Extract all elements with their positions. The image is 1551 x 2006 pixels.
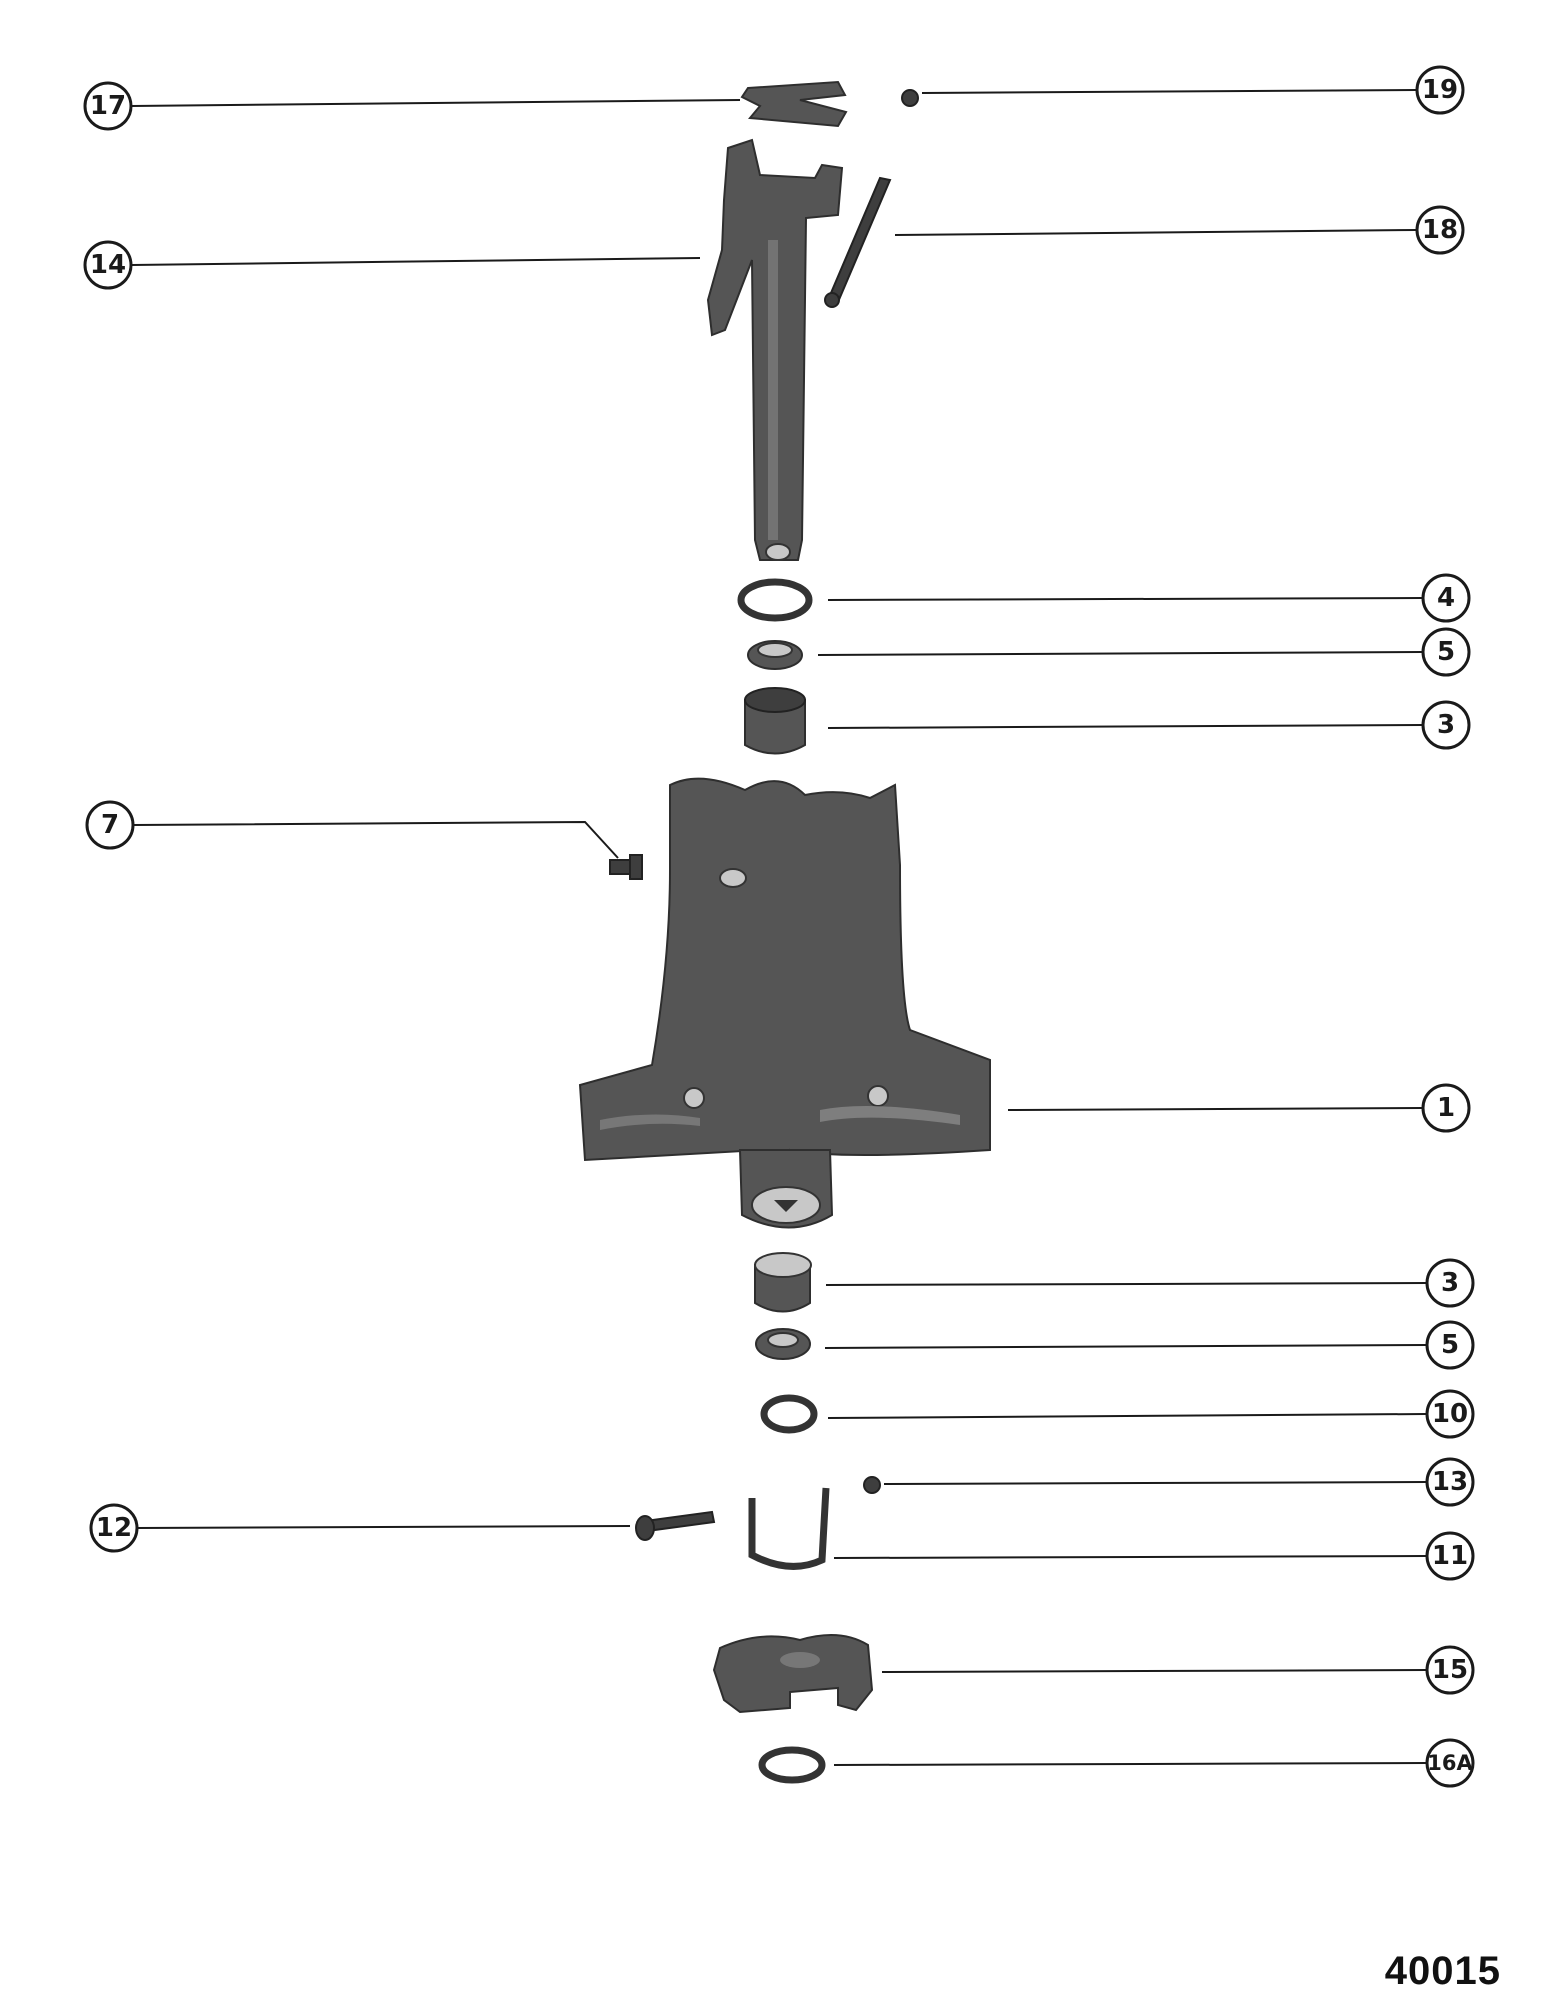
callouts: 17 19 14 18 4 5 3 7 <box>83 65 1475 1788</box>
leader-lines <box>131 89 1427 1766</box>
leader-17 <box>131 99 741 107</box>
callout-13: 13 <box>1425 1457 1475 1507</box>
leader-3-upper <box>827 724 1423 729</box>
part-10-o-ring <box>760 1394 818 1434</box>
callout-7-label: 7 <box>101 810 119 840</box>
callout-19-label: 19 <box>1422 75 1458 105</box>
callout-5-lower-label: 5 <box>1441 1330 1459 1360</box>
callout-3-lower: 3 <box>1425 1258 1475 1308</box>
part-7-grease-fitting <box>609 854 643 880</box>
part-4-o-ring <box>737 578 813 622</box>
callout-1-label: 1 <box>1437 1093 1455 1123</box>
callout-13-label: 13 <box>1432 1467 1468 1497</box>
callout-11-label: 11 <box>1432 1541 1468 1571</box>
leader-3-lower <box>825 1282 1427 1286</box>
part-19-ball <box>901 89 919 107</box>
callout-14-label: 14 <box>90 250 126 280</box>
leader-16a <box>833 1762 1427 1766</box>
leader-13 <box>883 1481 1427 1485</box>
callout-16a-label: 16A <box>1427 1751 1473 1775</box>
leader-5-upper <box>817 651 1423 656</box>
part-12-bolt <box>635 1510 716 1541</box>
part-18-pin-head <box>824 292 840 308</box>
part-17-clip <box>740 80 848 128</box>
callout-3-upper-label: 3 <box>1437 710 1455 740</box>
part-3-lower-sleeve <box>754 1252 812 1313</box>
part-1-swivel-bracket <box>578 777 991 1229</box>
leader-19 <box>921 89 1417 94</box>
leader-4 <box>827 597 1423 601</box>
leader-15 <box>881 1669 1427 1673</box>
callout-4: 4 <box>1421 573 1471 623</box>
callout-5-upper: 5 <box>1421 627 1471 677</box>
part-16a-o-ring <box>758 1746 826 1784</box>
callout-15: 15 <box>1425 1645 1475 1695</box>
callout-7: 7 <box>85 800 135 850</box>
leader-18 <box>894 229 1417 236</box>
leader-1 <box>1007 1107 1423 1111</box>
callout-12: 12 <box>89 1503 139 1553</box>
callout-12-label: 12 <box>96 1513 132 1543</box>
part-14-arm <box>706 138 844 561</box>
callout-5-upper-label: 5 <box>1437 637 1455 667</box>
part-15-yoke <box>712 1634 874 1714</box>
callout-1: 1 <box>1421 1083 1471 1133</box>
leader-10 <box>827 1413 1427 1419</box>
leader-11 <box>833 1555 1427 1559</box>
callout-4-label: 4 <box>1437 583 1455 613</box>
callout-11: 11 <box>1425 1531 1475 1581</box>
leader-12 <box>136 1525 631 1529</box>
callout-15-label: 15 <box>1432 1655 1468 1685</box>
callout-3-upper: 3 <box>1421 700 1471 750</box>
callout-14: 14 <box>83 240 133 290</box>
callout-16a: 16A <box>1425 1738 1475 1788</box>
leader-5-lower <box>824 1344 1427 1349</box>
part-3-upper-sleeve <box>744 687 806 755</box>
part-13-ball <box>863 1476 881 1494</box>
callout-10-label: 10 <box>1432 1399 1468 1429</box>
leader-7 <box>133 820 619 859</box>
callout-18: 18 <box>1415 205 1465 255</box>
callout-10: 10 <box>1425 1389 1475 1439</box>
part-5-upper-bushing <box>747 640 803 670</box>
parts <box>578 80 991 1784</box>
leader-14 <box>131 257 701 266</box>
callout-3-lower-label: 3 <box>1441 1268 1459 1298</box>
part-11-u-clip <box>748 1487 830 1570</box>
callout-18-label: 18 <box>1422 215 1458 245</box>
callout-17-label: 17 <box>90 91 126 121</box>
callout-5-lower: 5 <box>1425 1320 1475 1370</box>
callout-19: 19 <box>1415 65 1465 115</box>
part-5-lower-bushing <box>755 1328 811 1360</box>
figure-number: 40015 <box>1384 1949 1501 1993</box>
callout-17: 17 <box>83 81 133 131</box>
